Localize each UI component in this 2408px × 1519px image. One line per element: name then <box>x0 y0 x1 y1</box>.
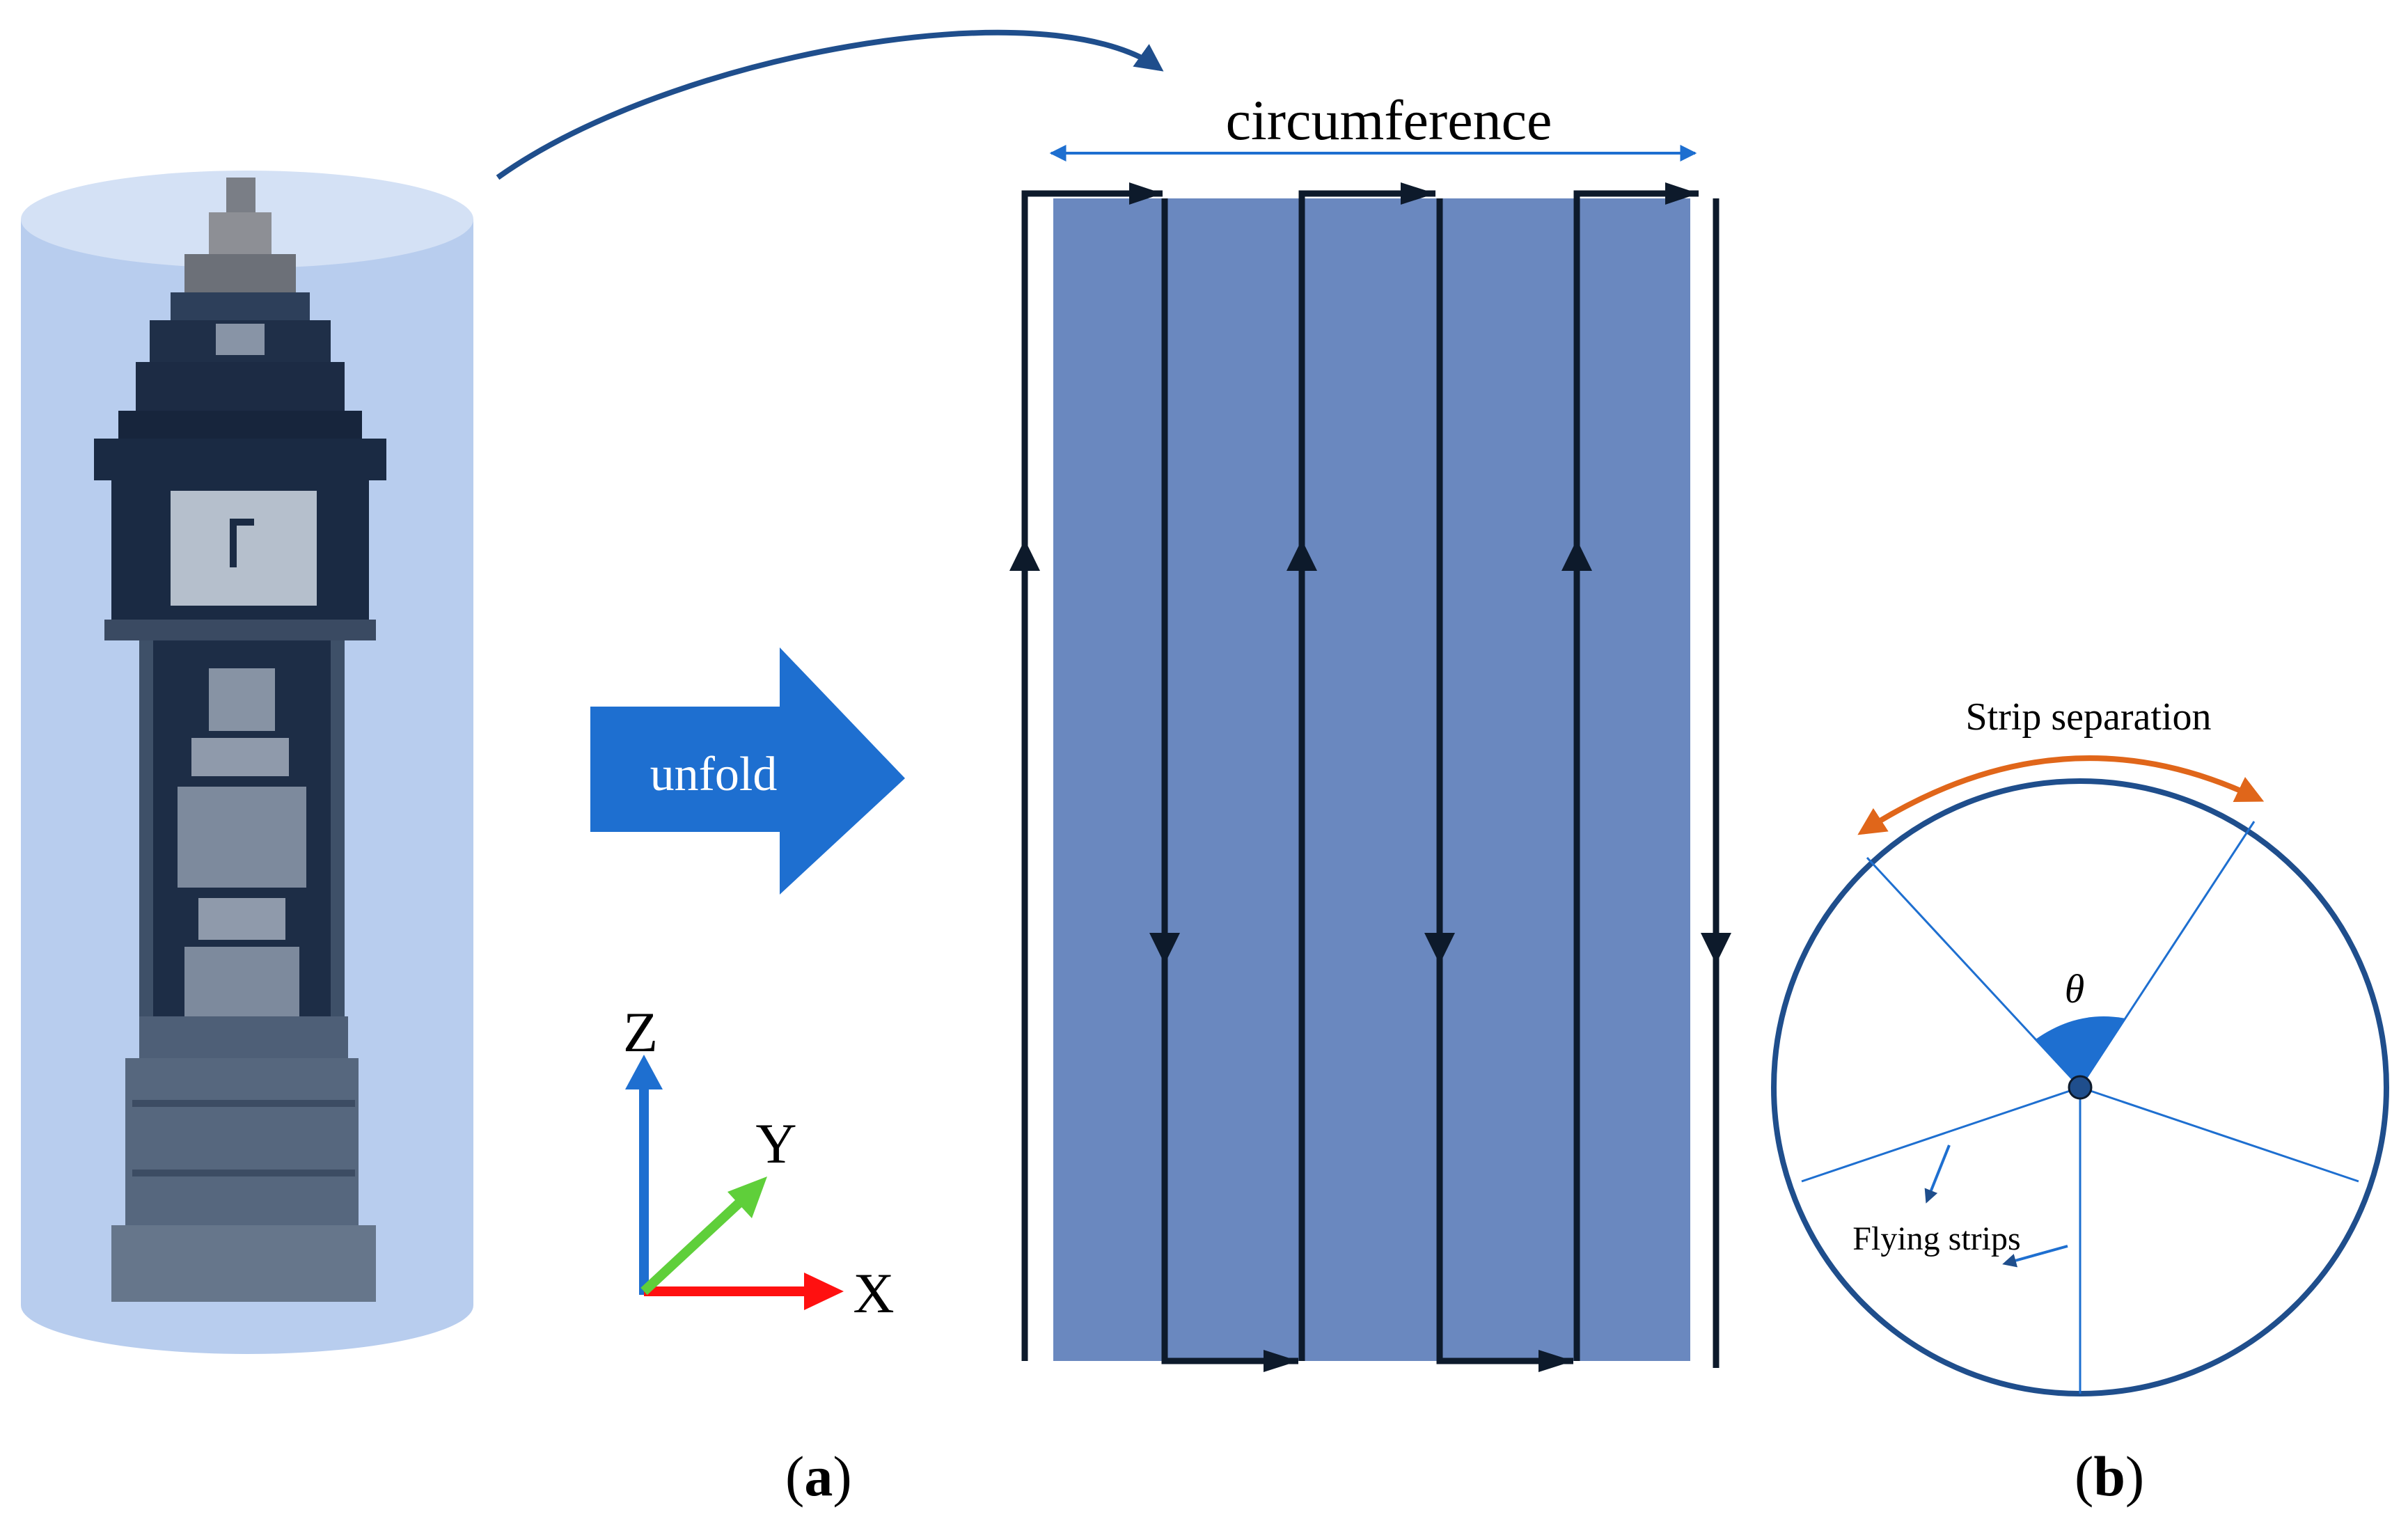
path-segment-5 <box>1573 190 1699 1361</box>
flight-path-arrowheads <box>1009 182 1731 1372</box>
strip-separation-label: Strip separation <box>1965 695 2211 739</box>
caption-b: (b) <box>2075 1448 2144 1505</box>
path-segment-3 <box>1298 190 1435 1361</box>
coordinate-axes: Z Y X <box>623 1000 895 1325</box>
flight-path <box>1021 190 1720 1368</box>
flying-strips-annotation: Flying strips <box>1852 1144 2068 1268</box>
caption-b-open: ( <box>2075 1445 2094 1508</box>
caption-b-letter: b <box>2093 1445 2125 1508</box>
strip-circle: θ <box>1771 778 2389 1396</box>
circumference-label: circumference <box>1226 88 1552 152</box>
y-axis-label: Y <box>755 1112 796 1175</box>
unfold-arrow: unfold <box>590 647 905 895</box>
circumference-dimension: circumference <box>1049 88 1697 162</box>
path-segment-1 <box>1021 190 1163 1361</box>
curved-arrow <box>496 29 1164 180</box>
caption-a-close: ) <box>833 1445 852 1508</box>
theta-label: θ <box>2065 966 2085 1012</box>
caption-a: (a) <box>785 1448 852 1505</box>
strip-rectangle <box>1053 198 1690 1361</box>
unfolded-surface <box>1053 198 1690 1361</box>
cylinder-with-tower <box>21 171 473 1354</box>
z-axis-label: Z <box>623 1000 658 1064</box>
strip-separation-indicator: Strip separation <box>1857 695 2265 835</box>
path-segment-4 <box>1436 198 1573 1364</box>
theta-sector <box>2036 1016 2125 1087</box>
flying-strips-label: Flying strips <box>1852 1220 2020 1257</box>
tower-model <box>94 178 386 1302</box>
unfold-label: unfold <box>650 748 778 801</box>
radius-line-3 <box>1801 1086 2081 1183</box>
caption-a-open: ( <box>785 1445 805 1508</box>
circle-center <box>2068 1075 2093 1100</box>
x-axis-label: X <box>853 1261 894 1325</box>
path-segment-2 <box>1161 198 1298 1364</box>
y-axis <box>640 1197 745 1296</box>
caption-b-close: ) <box>2125 1445 2145 1508</box>
radius-line-5 <box>2079 1086 2359 1183</box>
caption-a-letter: a <box>804 1445 833 1508</box>
